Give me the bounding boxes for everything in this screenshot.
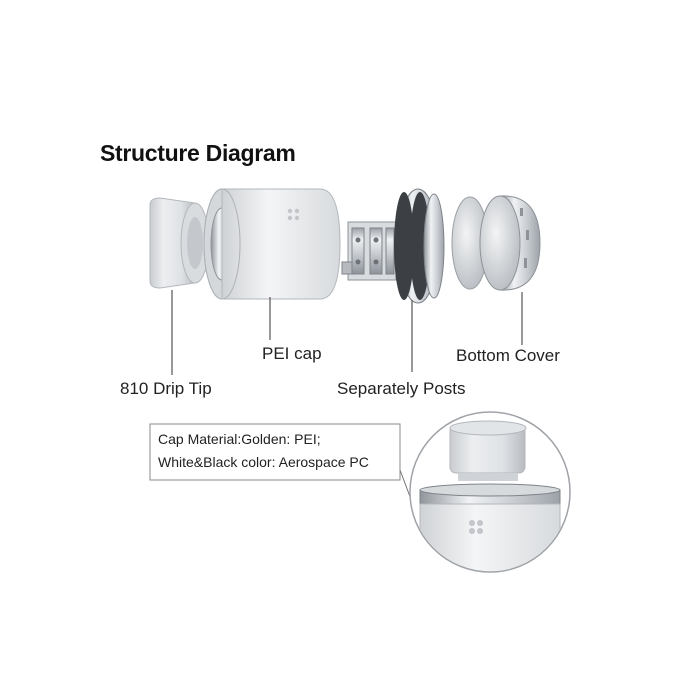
deck-posts-part [341, 188, 445, 304]
bottom-cover-part [479, 195, 541, 291]
drip-tip-part [149, 197, 210, 289]
note-line-1: Cap Material:Golden: PEI; [158, 431, 321, 447]
label-separately-posts: Separately Posts [337, 379, 466, 398]
pei-cap-part [203, 188, 341, 300]
zoom-detail-circle [409, 411, 571, 573]
note-line-2: White&Black color: Aerospace PC [158, 454, 369, 470]
label-drip-tip: 810 Drip Tip [120, 379, 212, 398]
leader-lines [171, 290, 523, 375]
label-pei-cap: PEI cap [262, 344, 322, 363]
material-note: Cap Material:Golden: PEI; White&Black co… [150, 424, 400, 480]
note-callout [149, 423, 416, 511]
diagram-title: Structure Diagram [100, 140, 296, 166]
label-bottom-cover: Bottom Cover [456, 346, 560, 365]
